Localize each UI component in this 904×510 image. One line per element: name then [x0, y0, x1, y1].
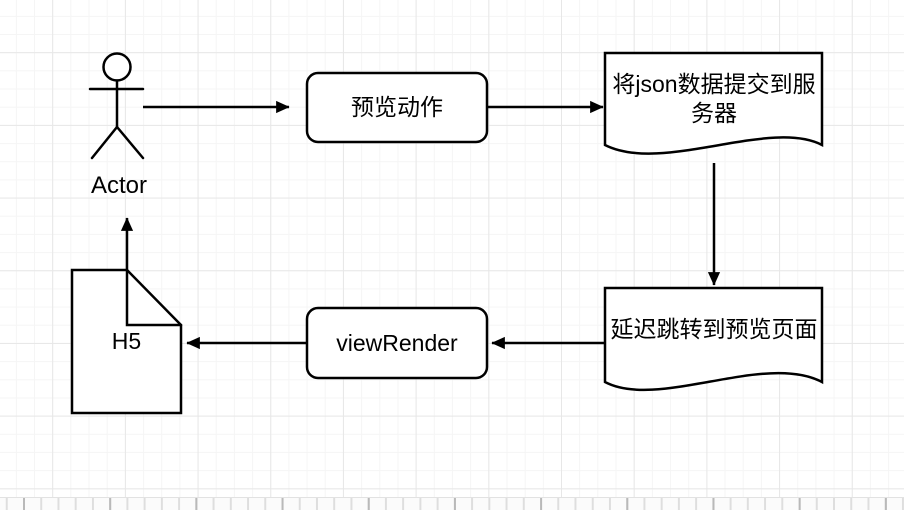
- actor-head: [102, 52, 132, 82]
- submit-json-node[interactable]: [603, 51, 824, 155]
- h5-note-outline: [70, 268, 183, 415]
- delayed-redirect-node[interactable]: [603, 286, 824, 392]
- preview-action-node[interactable]: [305, 71, 489, 144]
- actor-left-leg: [90, 125, 119, 160]
- h5-note-fold-lines: [125, 268, 183, 327]
- bottom-ruler: [0, 497, 904, 510]
- view-render-node[interactable]: [305, 306, 489, 380]
- actor-right-leg: [115, 125, 145, 160]
- h5-note-node[interactable]: [70, 268, 183, 415]
- actor-node[interactable]: [88, 52, 145, 160]
